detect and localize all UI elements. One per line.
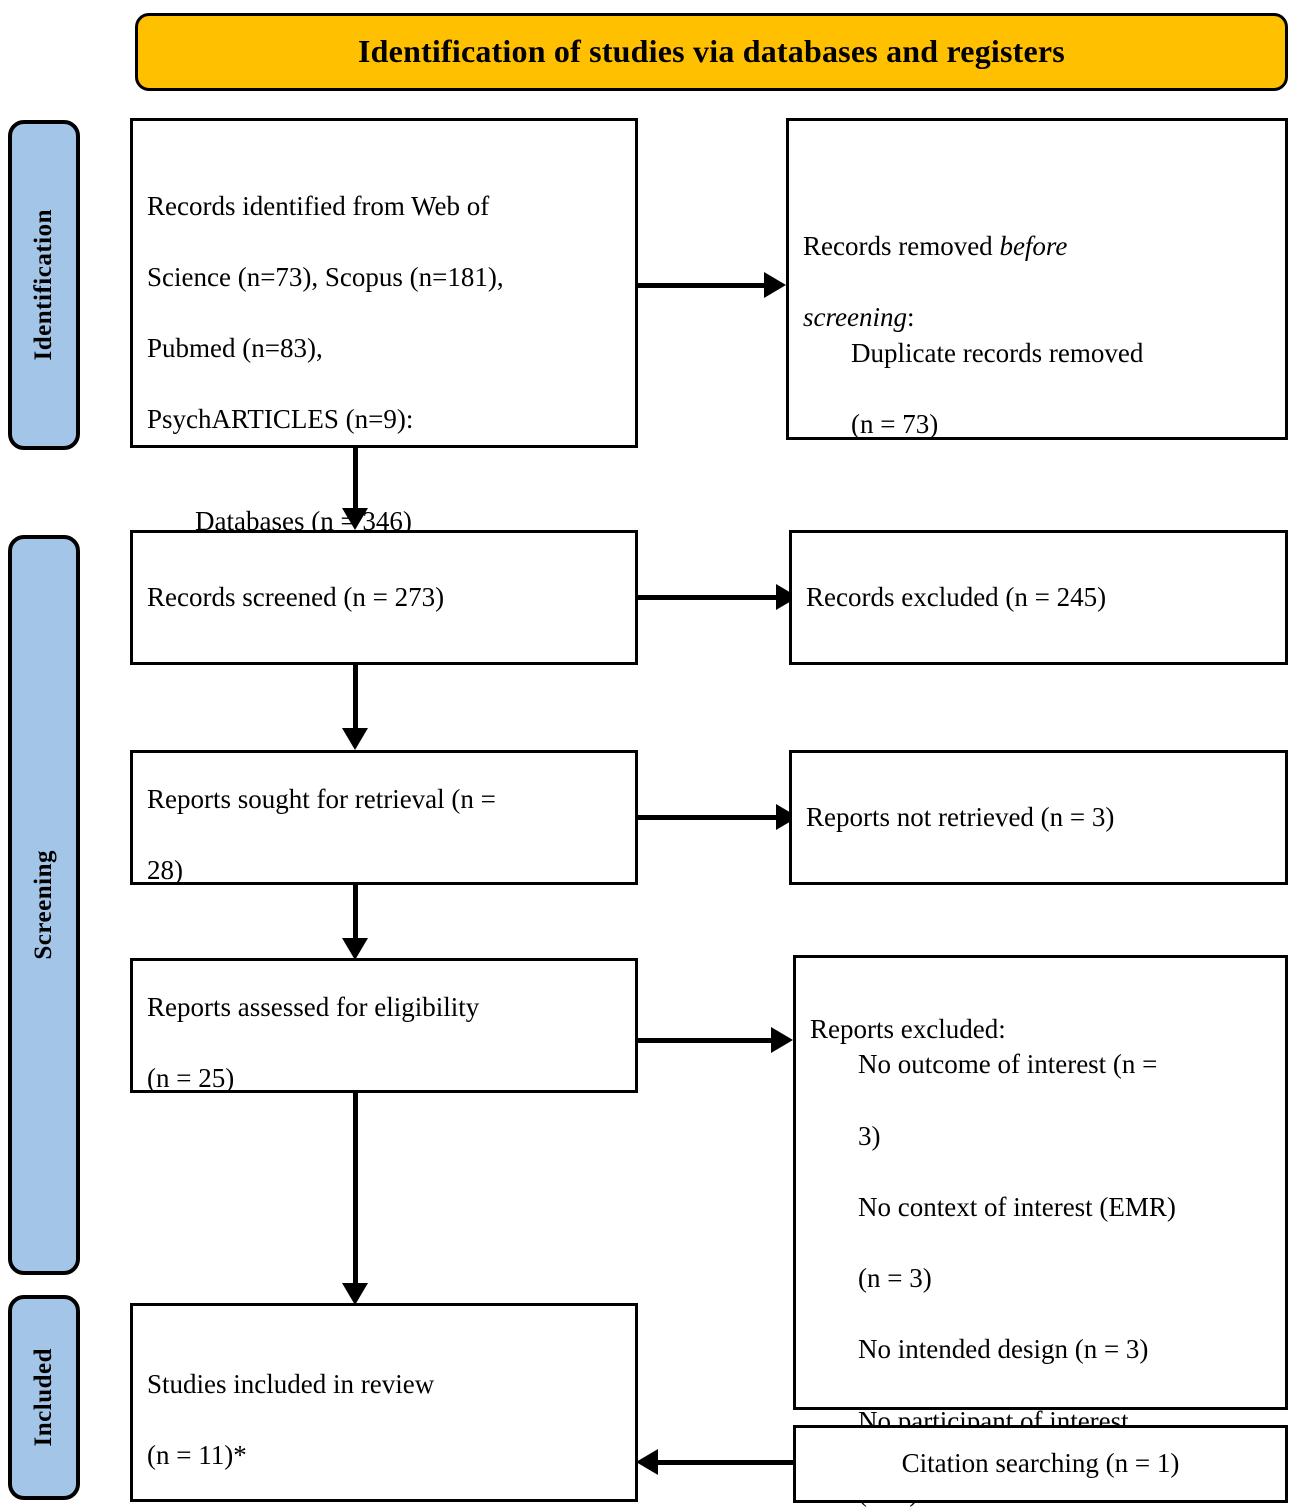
reports-excluded-heading: Reports excluded: <box>810 1013 1006 1044</box>
arrow-shaft <box>353 448 358 508</box>
arrow-sought-to-not-retrieved <box>638 797 798 837</box>
stage-label-screening: Screening <box>30 850 57 960</box>
stage-bar-included: Included <box>8 1295 80 1500</box>
arrow-shaft <box>353 1093 358 1283</box>
box-studies-included-text: Studies included in review (n = 11)* <box>133 1331 635 1474</box>
records-removed-duplicates-count: (n = 73) <box>851 408 939 439</box>
box-reports-assessed-text: Reports assessed for eligibility (n = 25… <box>133 954 635 1097</box>
stage-bar-screening: Screening <box>8 535 80 1275</box>
reports-excluded-reason-line-1: 3) <box>858 1120 881 1151</box>
records-identified-spacer <box>147 438 621 468</box>
box-records-screened: Records screened (n = 273) <box>130 530 638 665</box>
records-removed-duplicates-label: Duplicate records removed <box>851 337 1144 368</box>
stage-label-included: Included <box>30 1348 57 1447</box>
diagram-title: Identification of studies via databases … <box>358 33 1065 70</box>
diagram-header-banner: Identification of studies via databases … <box>135 13 1288 91</box>
box-reports-excluded: Reports excluded: No outcome of interest… <box>793 955 1288 1507</box>
arrow-head <box>636 1449 658 1475</box>
arrow-screened-to-excluded <box>638 577 798 617</box>
box-records-identified-text: Records identified from Web of Science (… <box>133 121 635 575</box>
box-records-excluded-text: Records excluded (n = 245) <box>806 581 1107 612</box>
box-reports-assessed: Reports assessed for eligibility (n = 25… <box>130 958 638 1093</box>
records-identified-line4: PsychARTICLES (n=9): <box>147 404 414 435</box>
studies-included-line1: Studies included in review <box>147 1368 435 1399</box>
arrow-shaft <box>638 815 778 820</box>
arrow-head <box>342 1283 368 1305</box>
box-records-excluded: Records excluded (n = 245) <box>789 530 1288 665</box>
reports-assessed-line2: (n = 25) <box>147 1063 235 1094</box>
arrow-head <box>342 728 368 750</box>
box-records-removed: Records removed before screening: Duplic… <box>786 118 1288 440</box>
box-records-identified: Records identified from Web of Science (… <box>130 118 638 536</box>
arrow-citation-to-included <box>636 1442 796 1482</box>
box-studies-included: Studies included in review (n = 11)* <box>130 1303 638 1502</box>
arrow-head <box>771 1027 793 1053</box>
box-records-removed-text: Records removed before screening: Duplic… <box>789 121 1285 478</box>
arrow-shaft <box>638 595 778 600</box>
arrow-head <box>764 272 786 298</box>
reports-excluded-reason-line-2: No context of interest (EMR) <box>858 1191 1176 1222</box>
reports-excluded-reason-line-3: (n = 3) <box>858 1263 932 1293</box>
records-identified-line3: Pubmed (n=83), <box>147 333 323 364</box>
arrow-shaft <box>353 665 358 728</box>
reports-excluded-reason-line-4: No intended design (n = 3) <box>858 1334 1149 1365</box>
arrow-assessed-to-excluded <box>638 1020 793 1060</box>
arrow-shaft <box>638 283 766 288</box>
studies-included-line2: (n = 11)* <box>147 1440 247 1471</box>
box-citation-searching: Citation searching (n = 1) <box>793 1425 1288 1503</box>
arrow-identified-to-removed <box>638 265 786 305</box>
arrow-screened-to-sought <box>335 665 375 750</box>
records-removed-line2-italic: screening <box>803 301 907 332</box>
box-reports-sought-text: Reports sought for retrieval (n = 28) <box>133 746 635 889</box>
arrow-sought-to-assessed <box>335 885 375 960</box>
box-reports-sought: Reports sought for retrieval (n = 28) <box>130 750 638 885</box>
arrow-head <box>342 938 368 960</box>
reports-assessed-line1: Reports assessed for eligibility <box>147 991 480 1022</box>
records-removed-line1-plain: Records removed <box>803 230 1000 261</box>
stage-bar-identification: Identification <box>8 120 80 450</box>
arrow-shaft <box>656 1460 796 1465</box>
arrow-shaft <box>638 1038 773 1043</box>
reports-sought-line1: Reports sought for retrieval (n = <box>147 783 496 814</box>
arrow-identified-to-screened <box>335 448 375 530</box>
arrow-assessed-to-included <box>335 1093 375 1305</box>
records-removed-line1-italic: before <box>999 230 1068 261</box>
box-reports-not-retrieved-text: Reports not retrieved (n = 3) <box>806 801 1115 832</box>
records-identified-line1: Records identified from Web of <box>147 190 490 221</box>
arrow-shaft <box>353 885 358 938</box>
box-reports-not-retrieved: Reports not retrieved (n = 3) <box>789 750 1288 885</box>
stage-label-identification: Identification <box>30 209 57 361</box>
box-records-screened-text: Records screened (n = 273) <box>147 581 445 612</box>
records-removed-line2-plain: : <box>906 301 915 332</box>
reports-excluded-reason-line-0: No outcome of interest (n = <box>858 1049 1158 1080</box>
records-identified-line2: Science (n=73), Scopus (n=181), <box>147 261 504 292</box>
arrow-head <box>342 508 368 530</box>
reports-sought-line2: 28) <box>147 855 183 886</box>
box-citation-searching-text: Citation searching (n = 1) <box>901 1448 1180 1479</box>
